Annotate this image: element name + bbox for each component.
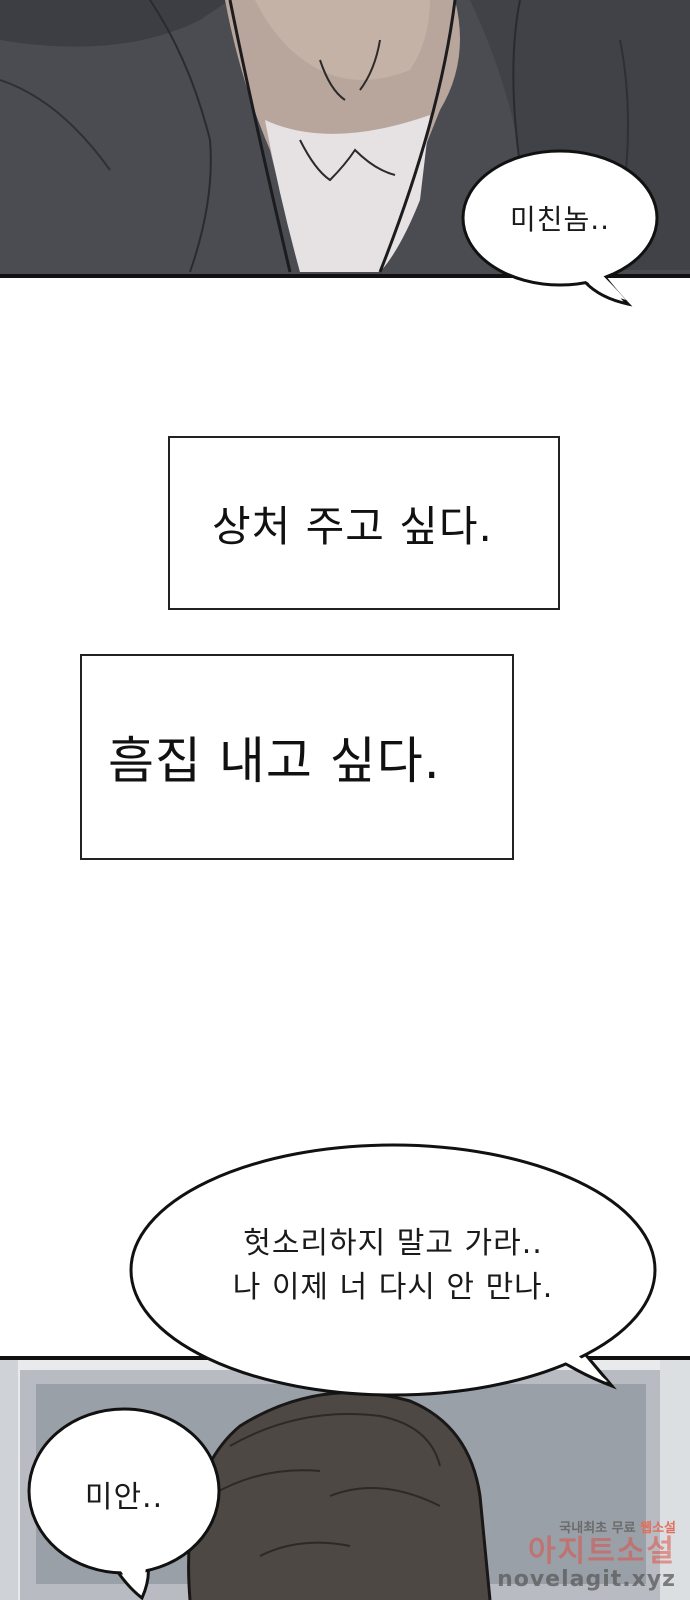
- site-watermark: 국내최초 무료 웹소설 아지트소설 novelagit.xyz: [466, 1517, 676, 1593]
- speech-bubble-text: 미친놈..: [509, 203, 611, 236]
- narration-caption-text: 흠집 내고 싶다.: [108, 732, 441, 790]
- speech-bubble-text-line1: 헛소리하지 말고 가라..: [243, 1226, 543, 1261]
- watermark-url: novelagit.xyz: [497, 1567, 676, 1592]
- narration-caption-box: 흠집 내고 싶다.: [80, 654, 514, 860]
- watermark-logo-text: 아지트소설: [528, 1533, 676, 1569]
- narration-caption-text: 상처 주고 싶다.: [212, 501, 493, 551]
- narration-caption-box: 상처 주고 싶다.: [168, 436, 560, 610]
- speech-bubble-text-line2: 나 이제 너 다시 안 만나.: [232, 1270, 554, 1305]
- speech-bubble-text: 미안..: [84, 1480, 164, 1515]
- watermark-tagline-prefix: 국내최초 무료: [559, 1520, 641, 1536]
- watermark-tagline-accent: 웹소설: [640, 1520, 676, 1536]
- watermark-tagline: 국내최초 무료 웹소설: [466, 1517, 676, 1536]
